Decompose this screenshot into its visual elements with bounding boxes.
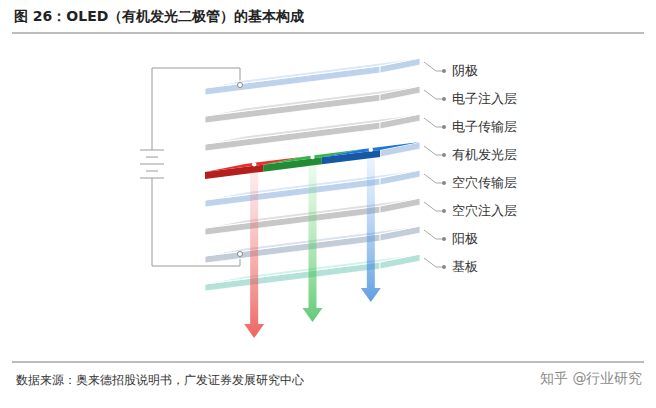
terminal-dot: [238, 252, 243, 257]
light-arrow: [303, 165, 323, 322]
layer-label: 有机发光层: [452, 146, 517, 164]
pixel-dot: [252, 162, 256, 166]
leader-line: [424, 90, 444, 99]
layer-front: [205, 94, 380, 123]
leader-line: [424, 258, 444, 267]
leader-line: [424, 202, 444, 211]
layer-label: 电子注入层: [452, 90, 517, 108]
layer-slab: [205, 114, 420, 151]
leader-dot: [442, 237, 446, 241]
leader-line: [424, 118, 444, 127]
source-caption: 数据来源：奥来德招股说明书，广发证券发展研究中心: [16, 372, 304, 389]
layer-label: 阴极: [452, 62, 478, 80]
circuit-wire: [140, 68, 240, 266]
layer-front: [205, 66, 380, 95]
layer-label: 基板: [452, 258, 478, 276]
leader-dot: [442, 153, 446, 157]
leader-line: [424, 146, 444, 155]
layer-front: [205, 122, 380, 151]
leader-dot: [442, 265, 446, 269]
layer-front: [205, 206, 380, 235]
leader-dot: [442, 97, 446, 101]
layer-label: 阳极: [452, 230, 478, 248]
layer-top: [205, 58, 420, 88]
layer-slab: [205, 86, 420, 123]
leader-line: [424, 174, 444, 183]
layer-label: 电子传输层: [452, 118, 517, 136]
layer-front: [205, 234, 380, 263]
leader-line: [424, 62, 444, 71]
watermark: 知乎 @行业研究: [540, 370, 642, 388]
layer-label: 空穴注入层: [452, 202, 517, 220]
layer-slab: [205, 58, 420, 95]
leader-dot: [442, 69, 446, 73]
light-arrow: [244, 172, 264, 338]
layer-front: [205, 178, 380, 207]
figure-title: 图 26：OLED（有机发光二极管）的基本构成: [14, 8, 304, 26]
leader-dot: [442, 125, 446, 129]
leader-dot: [442, 209, 446, 213]
layer-label: 空穴传输层: [452, 174, 517, 192]
layer-front: [205, 150, 380, 179]
light-arrow: [361, 158, 381, 302]
layer-front: [205, 262, 380, 291]
leader-dot: [442, 181, 446, 185]
terminal-dot: [238, 83, 243, 88]
title-rule: [12, 33, 644, 34]
leader-line: [424, 230, 444, 239]
emitter-pixel: [322, 142, 420, 157]
pixel-dot: [310, 155, 314, 159]
footer-rule: [12, 362, 644, 363]
pixel-dot: [369, 147, 373, 151]
